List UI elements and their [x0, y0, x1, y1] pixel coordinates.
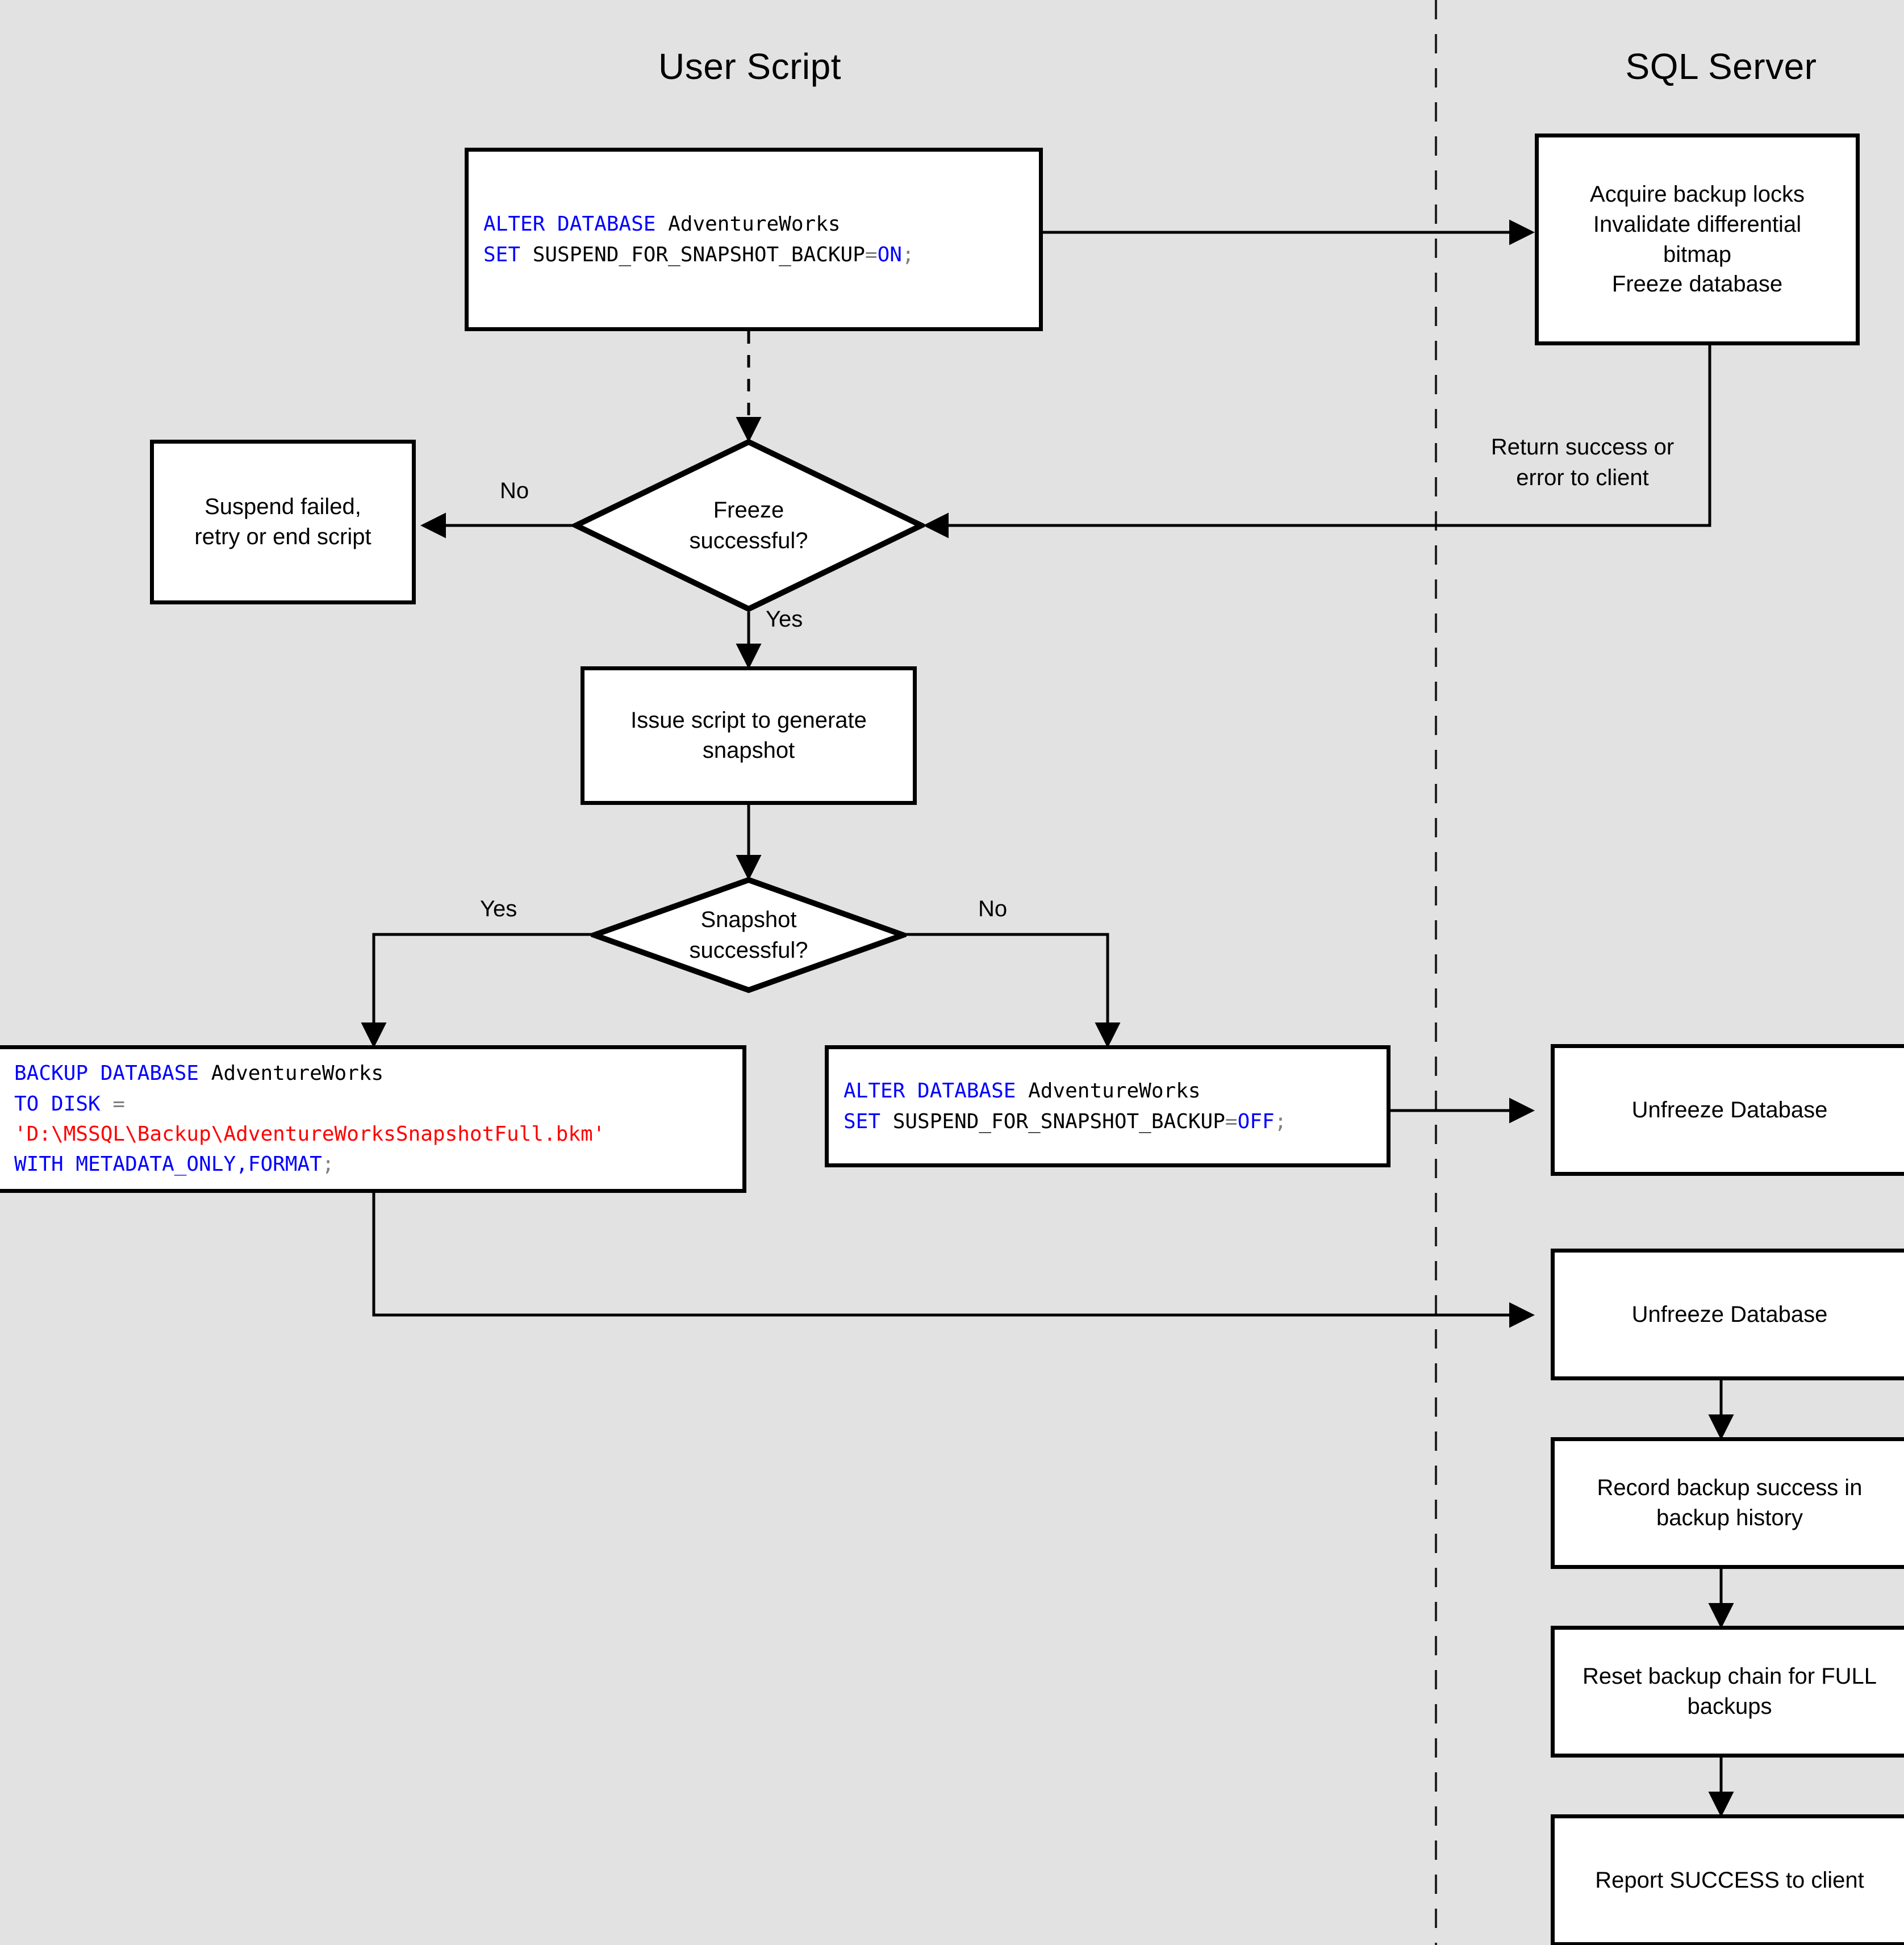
node-freeze-successful[interactable] — [573, 439, 925, 612]
edge-label-snapshot-yes: Yes — [480, 896, 517, 921]
code-line: SET SUSPEND_FOR_SNAPSHOT_BACKUP=ON; — [483, 243, 915, 266]
node-alter-database-on[interactable]: ALTER DATABASE AdventureWorks SET SUSPEN… — [465, 148, 1043, 331]
node-reset-backup-chain[interactable]: Reset backup chain for FULL backups — [1551, 1626, 1904, 1758]
node-acquire-backup-locks[interactable]: Acquire backup locks Invalidate differen… — [1535, 133, 1860, 345]
lane-title-user-script: User Script — [658, 46, 841, 87]
edge-snapshot-no — [905, 933, 1121, 1048]
lane-title-sql-server: SQL Server — [1625, 46, 1817, 87]
node-freeze-successful-label: Freeze successful? — [689, 498, 808, 553]
edge-label-return-to-client: Return success or error to client — [1490, 435, 1675, 490]
code-line: ALTER DATABASE AdventureWorks — [844, 1079, 1201, 1103]
node-unfreeze-database-1[interactable]: Unfreeze Database — [1551, 1044, 1904, 1176]
code-line: TO DISK = — [14, 1092, 126, 1116]
edge-label-freeze-yes: Yes — [766, 607, 803, 632]
node-snapshot-successful[interactable] — [591, 876, 907, 994]
code-line: SET SUSPEND_FOR_SNAPSHOT_BACKUP=OFF; — [844, 1109, 1287, 1133]
edge-return-to-freeze — [923, 345, 1711, 539]
code-line: BACKUP DATABASE AdventureWorks — [14, 1062, 384, 1086]
node-alter-database-off[interactable]: ALTER DATABASE AdventureWorks SET SUSPEN… — [825, 1045, 1391, 1167]
edge-label-freeze-no: No — [500, 478, 529, 503]
code-line: ALTER DATABASE AdventureWorks — [483, 212, 841, 236]
node-unfreeze-database-2[interactable]: Unfreeze Database — [1551, 1249, 1904, 1380]
node-backup-database[interactable]: BACKUP DATABASE AdventureWorks TO DISK =… — [0, 1045, 746, 1193]
code-line: 'D:\MSSQL\Backup\AdventureWorksSnapshotF… — [14, 1122, 606, 1146]
node-suspend-failed[interactable]: Suspend failed, retry or end script — [150, 440, 416, 604]
edge-backup-to-unfreeze2 — [372, 1193, 1535, 1328]
edge-snapshot-yes — [361, 933, 592, 1048]
node-issue-script[interactable]: Issue script to generate snapshot — [581, 666, 917, 805]
node-snapshot-successful-label: Snapshot successful? — [689, 907, 808, 963]
code-line: WITH METADATA_ONLY,FORMAT; — [14, 1153, 335, 1176]
edge-label-snapshot-no: No — [978, 896, 1008, 921]
node-record-backup-success[interactable]: Record backup success in backup history — [1551, 1437, 1904, 1569]
node-report-success[interactable]: Report SUCCESS to client — [1551, 1814, 1904, 1945]
